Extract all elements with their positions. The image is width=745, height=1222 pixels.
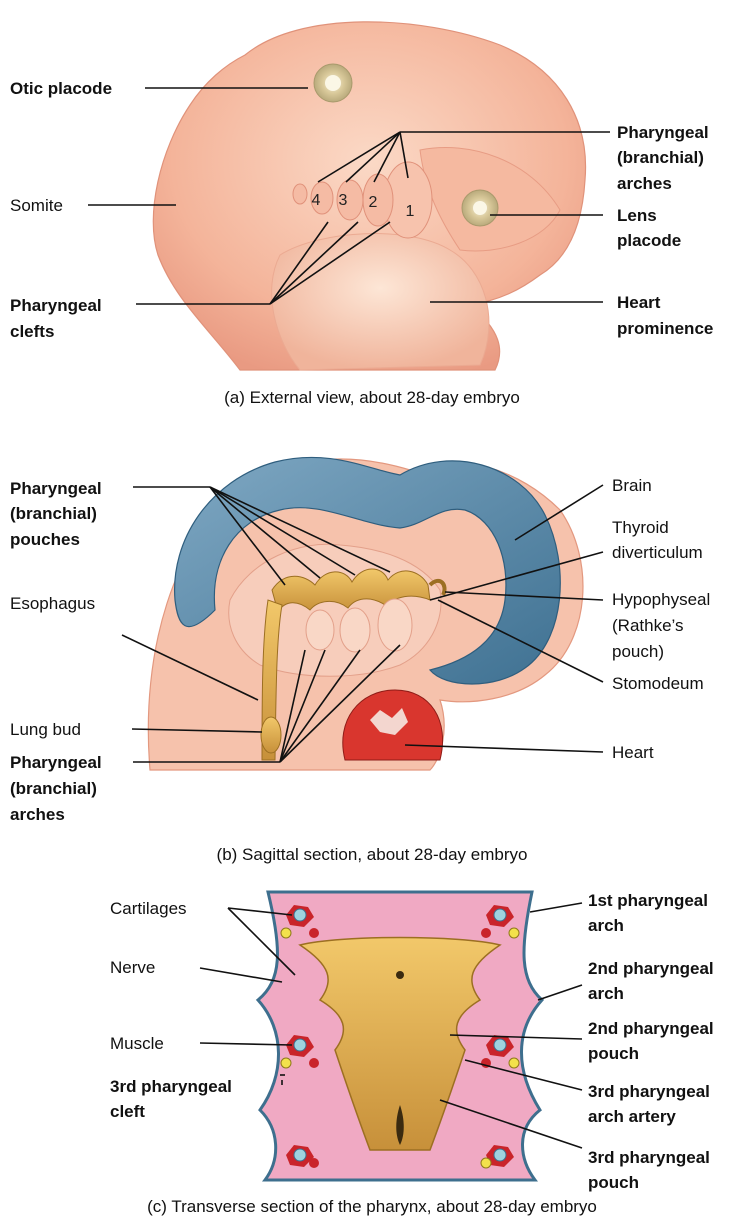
- caption-a: (a) External view, about 28-day embryo: [224, 388, 520, 407]
- label-lung-bud: Lung bud: [10, 720, 81, 739]
- panel-c-transverse-section: Cartilages Nerve Muscle 3rd pharyngeal c…: [110, 891, 714, 1216]
- label-heart: Heart: [612, 743, 654, 762]
- label-pouches-1: Pharyngeal: [10, 479, 102, 498]
- label-somite: Somite: [10, 196, 63, 215]
- label-third-cleft-1: 3rd pharyngeal: [110, 1077, 232, 1096]
- label-second-pouch-1: 2nd pharyngeal: [588, 1019, 714, 1038]
- label-thyroid-2: diverticulum: [612, 543, 703, 562]
- label-pharyngeal-clefts-1: Pharyngeal: [10, 296, 102, 315]
- label-pharyngeal-arches-2: (branchial): [617, 148, 704, 167]
- label-third-artery-2: arch artery: [588, 1107, 676, 1126]
- label-b-arches-1: Pharyngeal: [10, 753, 102, 772]
- caption-c: (c) Transverse section of the pharynx, a…: [147, 1197, 597, 1216]
- arch-number-4: 4: [312, 192, 321, 209]
- label-first-arch-2: arch: [588, 916, 624, 935]
- label-hypophyseal-3: pouch): [612, 642, 664, 661]
- label-pouches-3: pouches: [10, 530, 80, 549]
- label-third-artery-1: 3rd pharyngeal: [588, 1082, 710, 1101]
- label-hypophyseal-2: (Rathke’s: [612, 616, 684, 635]
- panel-a-external-view: 4 3 2 1 Otic placode Somite Pharyngeal c…: [10, 22, 713, 407]
- label-esophagus: Esophagus: [10, 594, 95, 613]
- label-third-cleft-2: cleft: [110, 1102, 145, 1121]
- panel-b-sagittal-section: Pharyngeal (branchial) pouches Esophagus…: [10, 457, 710, 864]
- arch-number-2: 2: [369, 194, 378, 211]
- label-heart-prominence-2: prominence: [617, 319, 713, 338]
- label-pouches-2: (branchial): [10, 504, 97, 523]
- label-pharyngeal-clefts-2: clefts: [10, 322, 54, 341]
- label-b-arches-2: (branchial): [10, 779, 97, 798]
- label-thyroid-1: Thyroid: [612, 518, 669, 537]
- label-muscle: Muscle: [110, 1034, 164, 1053]
- label-pharyngeal-arches-1: Pharyngeal: [617, 123, 709, 142]
- label-lens-placode-2: placode: [617, 231, 681, 250]
- label-nerve: Nerve: [110, 958, 155, 977]
- caption-b: (b) Sagittal section, about 28-day embry…: [217, 845, 528, 864]
- label-hypophyseal-1: Hypophyseal: [612, 590, 710, 609]
- label-third-pouch-1: 3rd pharyngeal: [588, 1148, 710, 1167]
- label-brain: Brain: [612, 476, 652, 495]
- label-third-pouch-2: pouch: [588, 1173, 639, 1192]
- label-lens-placode-1: Lens: [617, 206, 657, 225]
- label-heart-prominence-1: Heart: [617, 293, 661, 312]
- label-b-arches-3: arches: [10, 805, 65, 824]
- label-first-arch-1: 1st pharyngeal: [588, 891, 708, 910]
- label-second-arch-2: arch: [588, 984, 624, 1003]
- label-pharyngeal-arches-3: arches: [617, 174, 672, 193]
- label-stomodeum: Stomodeum: [612, 674, 704, 693]
- arch-number-3: 3: [339, 192, 348, 209]
- label-second-pouch-2: pouch: [588, 1044, 639, 1063]
- label-cartilages: Cartilages: [110, 899, 187, 918]
- lung-bud: [261, 717, 281, 753]
- label-otic-placode: Otic placode: [10, 79, 112, 98]
- arch-number-1: 1: [406, 203, 415, 220]
- label-second-arch-1: 2nd pharyngeal: [588, 959, 714, 978]
